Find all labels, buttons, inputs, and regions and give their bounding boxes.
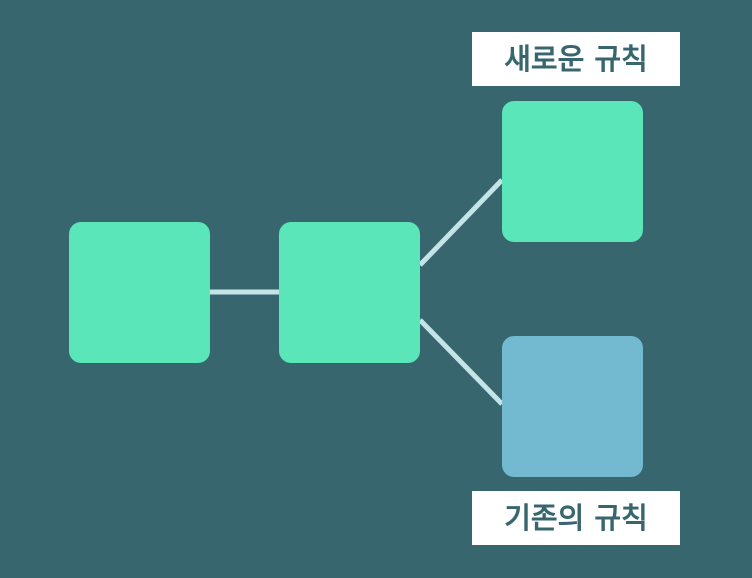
diagram-node	[69, 222, 210, 363]
diagram-node-existing-rule	[502, 336, 643, 477]
connector-line	[418, 318, 504, 406]
new-rule-label: 새로운 규칙	[472, 32, 680, 86]
diagram-node	[279, 222, 420, 363]
diagram-node-new-rule	[502, 101, 643, 242]
existing-rule-label: 기존의 규칙	[472, 491, 680, 545]
connector-line	[418, 178, 504, 267]
